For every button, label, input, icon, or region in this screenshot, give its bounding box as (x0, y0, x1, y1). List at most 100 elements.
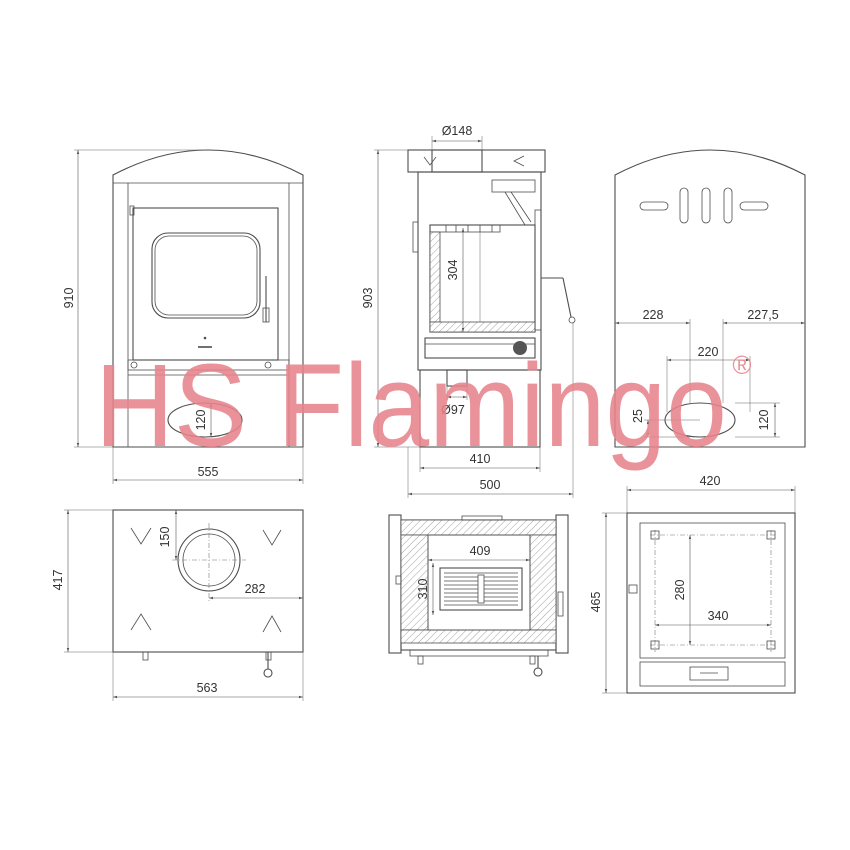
top-view-foot (142, 651, 149, 661)
back-vent-slot (639, 201, 669, 211)
top-flue-front-label: 150 (158, 527, 172, 548)
grate-center-gap (477, 574, 485, 604)
side-door-front (534, 209, 542, 331)
section-left-bracket (395, 575, 402, 585)
back-intake-spacing-label: 220 (698, 345, 719, 359)
top-vent-chevron (423, 156, 437, 166)
top-width-label: 563 (197, 681, 218, 695)
front-body-outline (112, 149, 304, 448)
flue-pipe (431, 149, 483, 173)
baffle-plate (491, 179, 536, 193)
door-handle-grip (262, 307, 270, 323)
watermark-text: HS Flamingo (95, 340, 727, 472)
door-hinge (129, 205, 135, 216)
bottom-outline (626, 512, 796, 694)
top-depth-label: 417 (51, 570, 65, 591)
bottom-width-label: 420 (700, 474, 721, 488)
side-pedestal (419, 369, 541, 448)
bottom-base-plate (639, 522, 786, 659)
top-view (112, 509, 304, 678)
top-flue-side-label: 282 (245, 582, 266, 596)
side-handle-lever (562, 277, 572, 318)
top-vent-chevron (130, 613, 152, 631)
section-top-collar (461, 515, 503, 521)
section-view (388, 514, 569, 677)
back-left-offset-label: 228 (643, 308, 664, 322)
side-handle-knob (568, 316, 576, 324)
ash-door-band (127, 359, 290, 371)
flue-diameter-label: Ø148 (442, 124, 473, 138)
section-foot (417, 655, 424, 665)
foot-mount (766, 640, 776, 650)
top-view-dimensions: 150 282 417 563 (51, 509, 304, 701)
ash-drawer-handle (513, 341, 527, 355)
side-height-label: 903 (361, 288, 375, 309)
top-vent-chevron (130, 527, 152, 545)
front-air-intake (167, 402, 243, 438)
section-right-lining (529, 534, 557, 631)
grate-bars (444, 572, 518, 606)
top-vent-chevron (513, 155, 525, 167)
front-view-dimensions: 910 555 120 (62, 149, 304, 484)
door-glass-inner (154, 235, 258, 316)
section-bottom-lining (400, 629, 557, 644)
feet-width-label: 340 (708, 609, 729, 623)
bottom-view (626, 512, 796, 694)
back-body-outline (614, 149, 806, 448)
feet-depth-label: 280 (673, 580, 687, 601)
back-right-offset-label: 227,5 (747, 308, 778, 322)
front-intake-height-label: 120 (194, 410, 208, 431)
total-depth-label: 500 (480, 478, 501, 492)
firebox-floor (429, 321, 536, 333)
section-right-handle (557, 591, 564, 617)
back-intake-height-label: 120 (757, 410, 771, 431)
section-top-lining (400, 519, 557, 536)
top-vent-chevron (262, 529, 282, 546)
bottom-view-dimensions: 420 465 280 340 (589, 474, 796, 694)
section-right-panel (555, 514, 569, 654)
section-foot (529, 655, 536, 665)
firebox-height-label: 304 (446, 260, 460, 281)
back-vent-slot (679, 187, 689, 224)
ash-door-knob-left (130, 361, 138, 369)
section-handle-knob (533, 667, 543, 677)
firebox-top-baffle (429, 224, 501, 233)
air-inlet-pipe (446, 369, 468, 387)
bottom-drawer-front (639, 661, 786, 687)
bottom-left-bracket (628, 584, 638, 594)
section-firebox-opening (427, 534, 531, 631)
front-view (112, 149, 304, 448)
side-view-dimensions: Ø148 903 304 410 500 (361, 124, 574, 498)
foot-mount (650, 640, 660, 650)
top-view-handle-knob (263, 668, 273, 678)
door-glass (151, 232, 261, 319)
side-view: Ø97 (407, 149, 576, 448)
door-logo-dot (203, 336, 207, 340)
ash-drawer (424, 337, 536, 359)
foot-mount (650, 530, 660, 540)
section-view-dimensions: 409 310 (416, 544, 530, 615)
firebox-width-label: 409 (470, 544, 491, 558)
section-base (409, 649, 549, 657)
side-hinge (412, 221, 419, 253)
bottom-drawer-handle (689, 666, 729, 681)
firebox-lining-left (429, 231, 441, 323)
flue-deflector (504, 191, 526, 226)
air-inlet-diameter-label: Ø97 (441, 403, 465, 417)
ash-door-knob-right (264, 361, 272, 369)
top-vent-chevron (262, 615, 282, 633)
top-plate-outline (112, 509, 304, 653)
back-view-dimensions: 228 227,5 220 25 120 (615, 308, 805, 438)
registered-mark-icon: ® (732, 350, 751, 380)
grate-height-label: 310 (416, 579, 430, 600)
back-vent-slot (739, 201, 769, 211)
back-vent-slot (701, 187, 711, 224)
watermark: HS Flamingo ® (95, 340, 752, 472)
side-top-plate (407, 149, 546, 173)
grate (439, 567, 523, 611)
bottom-depth-label: 465 (589, 592, 603, 613)
flue-deflector (510, 191, 532, 223)
back-bottom-offset-label: 25 (631, 409, 645, 423)
front-width-label: 555 (198, 465, 219, 479)
